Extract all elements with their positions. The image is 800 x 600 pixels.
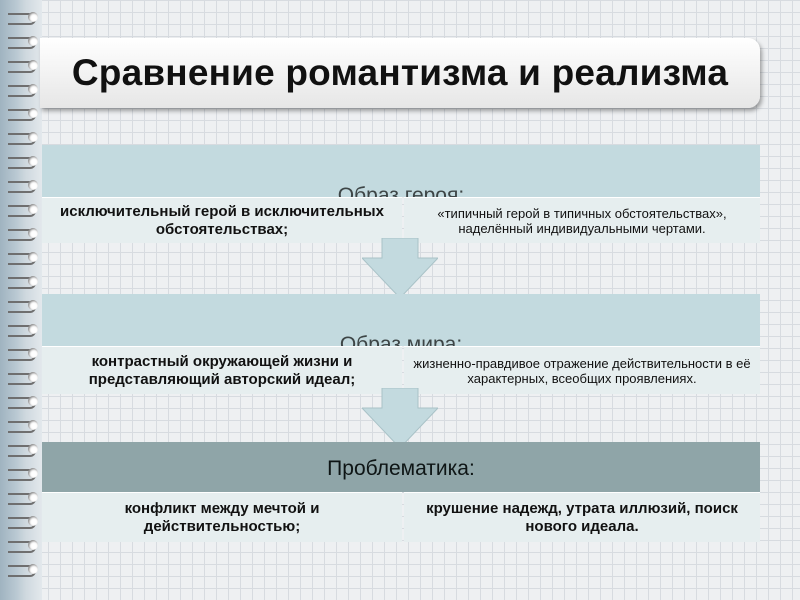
spiral-ring [8,562,42,577]
spiral-ring [8,130,42,145]
realism-world-cell: жизненно-правдивое отражение действитель… [404,346,760,394]
spiral-ring [8,250,42,265]
spiral-ring [8,514,42,529]
romanticism-world-cell: контрастный окружающей жизни и представл… [42,346,402,394]
spiral-ring [8,34,42,49]
spiral-ring [8,346,42,361]
spiral-ring [8,466,42,481]
spiral-ring [8,202,42,217]
spiral-ring [8,10,42,25]
spiral-ring [8,442,42,457]
spiral-ring [8,418,42,433]
spiral-ring [8,322,42,337]
spiral-ring [8,58,42,73]
realism-hero-cell: «типичный герой в типичных обстоятельств… [404,197,760,243]
down-arrow-icon [362,238,438,299]
spiral-ring [8,394,42,409]
romanticism-hero-cell: исключительный герой в исключительных об… [42,197,402,243]
spiral-ring [8,226,42,241]
section-header-problems: Проблематика: [327,457,475,480]
realism-problems-cell: крушение надежд, утрата иллюзий, поиск н… [404,492,760,542]
title-bar: Сравнение романтизма и реализма [40,38,760,108]
down-arrow-icon [362,388,438,449]
slide-title: Сравнение романтизма и реализма [71,52,729,93]
spiral-ring [8,298,42,313]
spiral-ring [8,178,42,193]
romanticism-problems-cell: конфликт между мечтой и действительность… [42,492,402,542]
section-header-band [42,145,760,197]
spiral-ring [8,490,42,505]
spiral-ring [8,370,42,385]
spiral-ring [8,82,42,97]
section-header-band [42,294,760,346]
notebook-binding [0,0,42,600]
spiral-ring [8,154,42,169]
spiral-ring [8,106,42,121]
spiral-ring [8,538,42,553]
section-header-band [42,442,760,492]
spiral-ring [8,274,42,289]
